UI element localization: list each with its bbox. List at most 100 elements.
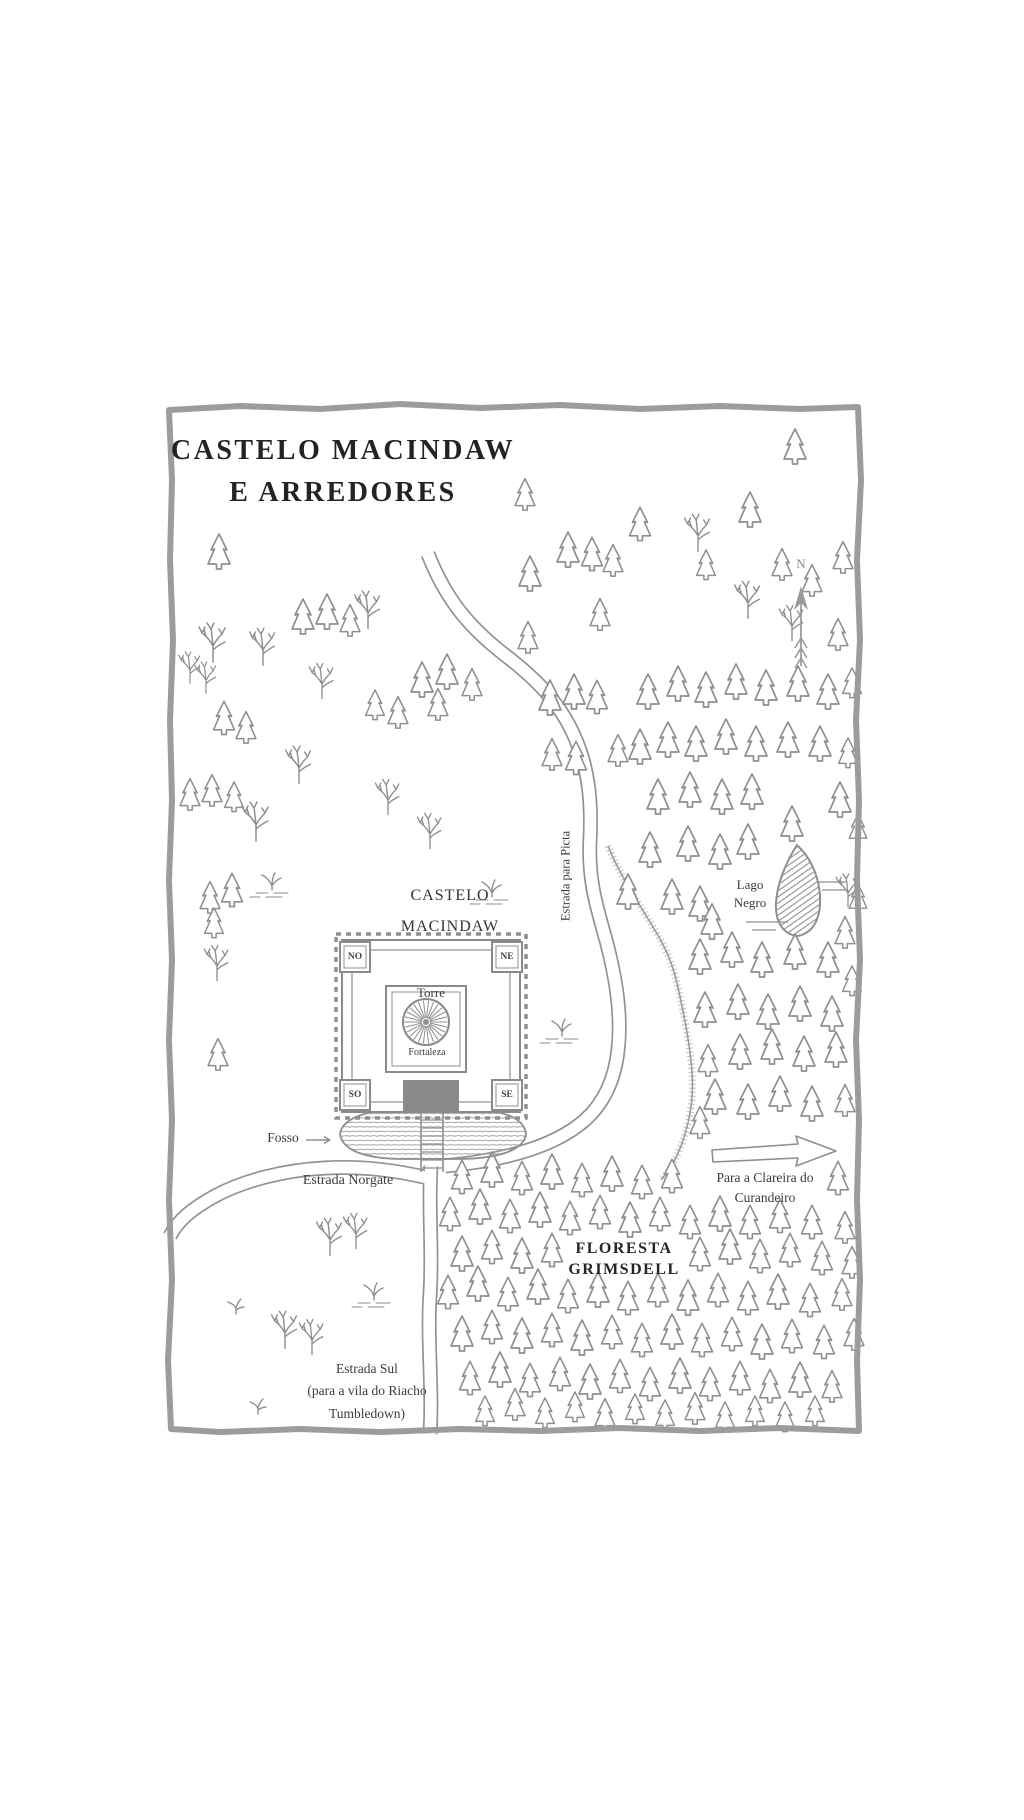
pine-tree-icon — [570, 1319, 594, 1356]
castle-tower-sw — [339, 1079, 371, 1111]
pine-tree-icon — [780, 1318, 804, 1354]
pine-tree-icon — [831, 1277, 853, 1311]
moat-bridge — [420, 1106, 444, 1172]
pine-tree-icon — [624, 1393, 646, 1425]
pine-tree-icon — [628, 506, 652, 542]
pine-tree-icon — [804, 1395, 826, 1427]
pine-tree-icon — [750, 941, 774, 978]
water-dashes — [746, 881, 846, 931]
pine-tree-icon — [783, 428, 807, 465]
pine-tree-icon — [810, 1240, 834, 1276]
pine-tree-icon — [526, 1268, 550, 1305]
pine-tree-icon — [450, 1235, 474, 1272]
pine-tree-icon — [688, 1236, 712, 1272]
pine-tree-icon — [708, 833, 732, 870]
pine-tree-icon — [832, 540, 854, 574]
pine-tree-icon — [600, 1155, 624, 1192]
bare-tree-icon — [203, 944, 229, 982]
pine-tree-icon — [771, 547, 793, 581]
pine-tree-icon — [618, 1201, 642, 1238]
pine-tree-icon — [474, 1395, 496, 1427]
pine-tree-icon — [778, 1232, 802, 1268]
moat-pointer-arrow — [306, 1135, 331, 1145]
pine-tree-icon — [678, 771, 702, 808]
road-south-label: Estrada Sul (para a vila do Riacho Tumbl… — [307, 1358, 426, 1425]
bare-tree-icon — [353, 590, 381, 630]
road-norgate-label: Estrada Norgate — [302, 1173, 394, 1188]
pine-tree-icon — [199, 880, 221, 914]
pine-tree-icon — [821, 1369, 843, 1403]
castle-tower-ne — [491, 941, 523, 973]
pine-tree-icon — [780, 805, 804, 842]
pine-tree-icon — [710, 778, 734, 815]
pine-tree-icon — [518, 555, 542, 592]
pine-tree-icon — [788, 985, 812, 1022]
marsh-icon — [351, 1282, 391, 1308]
pine-tree-icon — [201, 773, 223, 807]
pine-tree-icon — [694, 671, 718, 708]
keep-label-fortaleza: Fortaleza — [408, 1047, 446, 1058]
pine-tree-icon — [792, 1035, 816, 1072]
pine-tree-icon — [754, 669, 778, 706]
pine-tree-icon — [798, 1282, 822, 1318]
pine-tree-icon — [800, 1085, 824, 1122]
pine-tree-icon — [438, 1196, 462, 1232]
pine-tree-icon — [726, 983, 750, 1020]
pine-tree-icon — [504, 1387, 526, 1421]
pine-tree-icon — [768, 1075, 792, 1112]
pine-tree-icon — [660, 878, 684, 915]
pine-tree-icon — [638, 831, 662, 868]
pine-tree-icon — [616, 1280, 640, 1316]
pine-tree-icon — [816, 673, 840, 710]
pine-tree-icon — [235, 710, 257, 744]
pine-tree-icon — [410, 661, 434, 698]
clearing-direction-arrow — [711, 1135, 837, 1167]
pine-tree-icon — [580, 536, 604, 572]
pine-tree-icon — [748, 1238, 772, 1274]
map-border — [165, 401, 864, 1435]
bare-tree-icon — [241, 801, 269, 842]
pine-tree-icon — [824, 1031, 848, 1068]
bare-tree-icon — [284, 745, 312, 785]
pine-tree-icon — [207, 1037, 229, 1071]
bare-tree-icon — [374, 778, 400, 816]
pine-tree-icon — [834, 1083, 856, 1117]
map-title-line2: E ARREDORES — [229, 477, 457, 508]
pine-tree-icon — [528, 1191, 552, 1228]
castle-tower-label-ne: NE — [500, 952, 514, 962]
pine-tree-icon — [540, 1232, 564, 1268]
pine-tree-icon — [648, 1196, 672, 1232]
pine-tree-icon — [556, 1278, 580, 1314]
pine-tree-icon — [706, 1272, 730, 1308]
north-arrow — [794, 586, 808, 669]
pine-tree-icon — [738, 491, 762, 528]
castle-tower-nw — [339, 941, 371, 973]
castle-battlements — [334, 932, 528, 1120]
road-south-line1: Estrada Sul — [336, 1361, 398, 1376]
pine-tree-icon — [690, 1322, 714, 1358]
bare-tree-icon — [733, 580, 761, 620]
pine-tree-icon — [816, 941, 840, 978]
pine-tree-icon — [450, 1315, 474, 1352]
pine-tree-icon — [220, 872, 244, 908]
clearing-label-line2: Curandeiro — [734, 1190, 796, 1206]
bare-tree-icon — [315, 1217, 343, 1257]
pine-tree-icon — [766, 1273, 790, 1310]
road-south-line3: Tumbledown) — [328, 1405, 406, 1421]
pine-tree-icon — [387, 695, 409, 729]
pine-tree-icon — [750, 1323, 774, 1360]
castle-tower-label-sw: SO — [348, 1090, 362, 1100]
pine-tree-icon — [179, 777, 201, 811]
pine-tree-icon — [534, 1397, 556, 1429]
pine-tree-icon — [510, 1317, 534, 1354]
pine-tree-icon — [744, 1395, 766, 1427]
pine-tree-icon — [676, 1279, 700, 1316]
keep-wheel-spokes — [404, 1000, 448, 1044]
sprout-icon — [227, 1298, 245, 1315]
bare-tree-icon — [248, 627, 276, 667]
pine-tree-icon — [736, 1280, 760, 1316]
pine-tree-icon — [678, 1204, 702, 1240]
bare-tree-icon — [778, 604, 804, 642]
pine-tree-icon — [738, 1204, 762, 1240]
pine-tree-icon — [698, 1366, 722, 1402]
